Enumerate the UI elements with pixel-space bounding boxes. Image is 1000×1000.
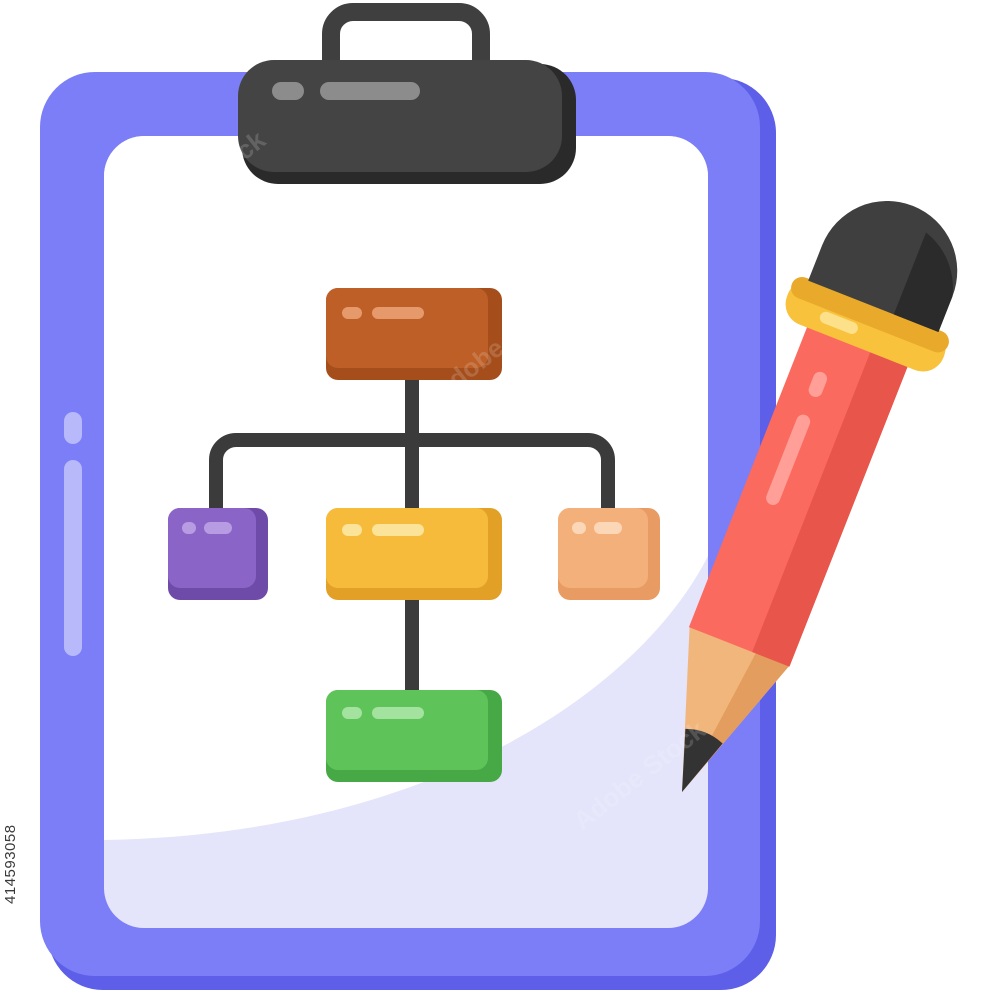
clip-base [238,60,562,172]
pencil-body-highlight [766,414,811,505]
flowchart-node-bottom [326,690,502,782]
pencil [682,200,958,792]
pencil-lead [682,728,723,792]
clip-highlight-short [272,82,304,100]
pencil-body-highlight-dot [808,371,828,398]
pencil-ferrule-highlight [819,311,858,334]
flowchart-nodes [168,288,660,782]
clip-highlight-long [320,82,420,100]
stock-id-label: 414593058 [2,824,19,904]
pencil-body-shade [752,343,912,667]
board-highlight-bar [64,460,82,656]
connector-branch [209,433,615,519]
pencil-eraser-shade [893,232,953,332]
board-highlight-dot [64,412,82,444]
flowchart-node-top [326,288,502,380]
flowchart-node-center [326,508,502,600]
flowchart-node-left [168,508,268,600]
flowchart-node-right [558,508,660,600]
pencil-ferrule-shade [791,276,949,353]
clipboard-clip [238,3,576,184]
